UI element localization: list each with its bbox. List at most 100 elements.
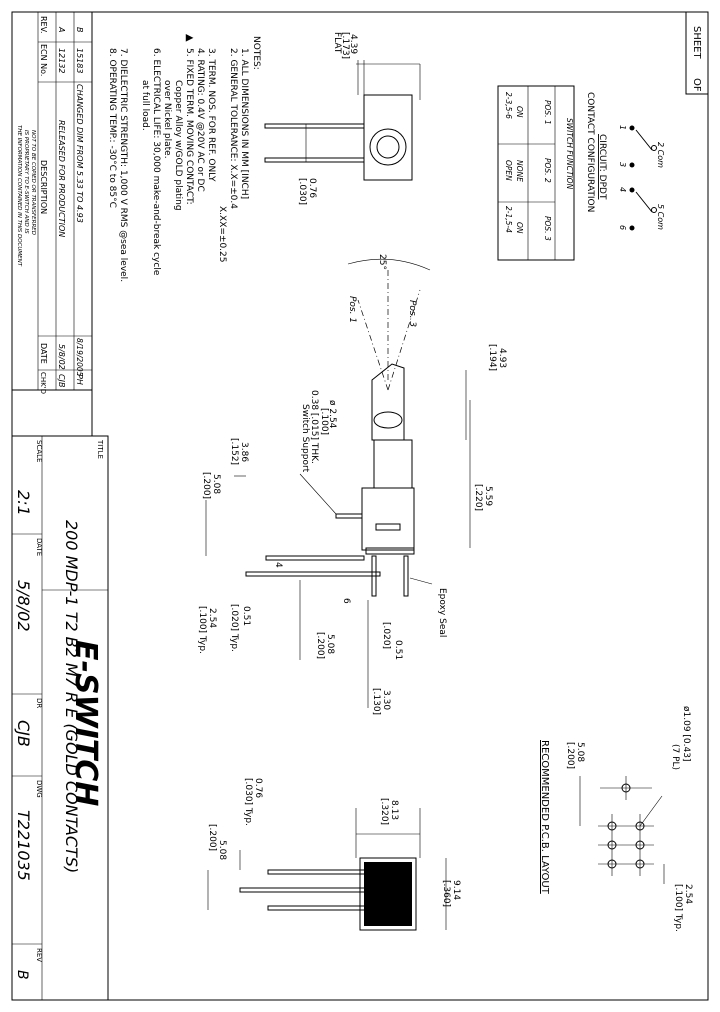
dim-508-b-inch: [.200] xyxy=(315,632,325,659)
dim-386: 3.86 xyxy=(239,442,249,462)
flat-label: FLAT xyxy=(332,32,342,54)
note-6: 6. ELECTRICAL LIFE: 30,000 make-and-brea… xyxy=(151,48,161,276)
rev-header: REV. xyxy=(39,16,48,34)
title-block: TITLE 200 MDP-1 T2 B2 M7 R E (GOLD CONTA… xyxy=(11,435,109,1001)
desc-b: CHANGED DIM FROM 5.33 TO 4.93 xyxy=(75,84,84,223)
note-5b: Copper Alloy w/GOLD plating xyxy=(173,80,183,211)
date-a: 5/8/02 xyxy=(57,344,66,370)
dim-559-inch: [.220] xyxy=(473,484,483,511)
flat-dim-inch: [.173] xyxy=(340,32,350,59)
switch-function-header: SWITCH FUNCTION xyxy=(565,118,574,190)
ecn-b: 15183 xyxy=(75,48,84,73)
pos3-row1: ON xyxy=(515,222,524,234)
ecn-a: 12132 xyxy=(57,48,66,73)
dim-254-a: 2.54 xyxy=(207,608,217,628)
dim-076-a: 0.76 xyxy=(307,178,317,198)
dim-508-c-inch: [.200] xyxy=(207,824,217,851)
pos1-row2: 2-3,5-6 xyxy=(504,92,513,119)
dim-076-a-inch: [.030] xyxy=(297,178,307,205)
revision-block: REV. ECN No. DESCRIPTION DATE CHK'D A 12… xyxy=(11,11,93,437)
term-3-label: 3 xyxy=(618,162,627,167)
note-5c: over Nickel plate. xyxy=(162,80,172,159)
dim-559: 5.59 xyxy=(483,486,493,506)
note-5: 5. FIXED TERM. MOVING CONTACT: xyxy=(184,48,194,205)
note-2: 2. GENERAL TOLERANCE: X.X=±0.4 xyxy=(228,48,238,209)
rev-a: A xyxy=(57,26,66,32)
angle-label: 25° xyxy=(377,254,387,270)
confidential-line-2: IS PROPRIETARY TO E-SWITCH AND IS xyxy=(23,130,29,234)
chkd-b: PH xyxy=(75,374,84,385)
sheet-box: SHEET OF xyxy=(685,11,709,95)
circuit-title: CIRCUIT: DPDT xyxy=(597,134,607,200)
note-3: 3. TERM. NOS. FOR REF. ONLY xyxy=(206,48,216,182)
confidential-line-1: THE INFORMATION CONTAINED IN THIS DOCUME… xyxy=(16,125,22,267)
dim-051-a: 0.51 xyxy=(241,606,251,626)
dim-254-dia-inch: [.100] xyxy=(319,408,329,435)
confidential-line-3: NOT TO BE COPIED OR TRANSFERRED xyxy=(30,130,36,235)
term-4-marker: 4 xyxy=(273,562,283,568)
circuit-table: CIRCUIT: DPDT CONTACT CONFIGURATION SWIT… xyxy=(497,85,607,261)
title-label: TITLE xyxy=(96,439,104,459)
pos1-label: Pos. 1 xyxy=(347,296,357,323)
date-b: 8/19/2005 xyxy=(75,338,84,377)
side-view: 25° Pos. 1 Pos. 3 5.59 [.220] 4.93 [.194… xyxy=(197,254,507,715)
pcb-dim-254-inch: [.100] Typ. xyxy=(673,884,683,932)
note-5-marker: ▲ xyxy=(184,34,195,42)
top-view: 4.39 [.173] FLAT 0.76 [.030] xyxy=(264,32,421,205)
switch-support-label: Switch Support xyxy=(300,404,310,473)
note-2b: X.XX=±0.25 xyxy=(217,206,227,262)
term-4-label: 4 xyxy=(618,187,627,192)
dim-051-a-inch: [.020] Typ. xyxy=(229,604,239,652)
dim-330: 3.30 xyxy=(381,690,391,710)
sheet-label: SHEET xyxy=(691,26,702,60)
circuit-schematic: 2 Com 5 Com 1 3 4 6 xyxy=(618,125,665,231)
pcb-layout: RECOMMENDED P.C.B. LAYOUT ø1.09 [0.43] (… xyxy=(539,706,693,932)
circuit-subtitle: CONTACT CONFIGURATION xyxy=(585,92,595,212)
term-1-label: 1 xyxy=(618,125,627,130)
dim-330-inch: [.130] xyxy=(371,688,381,715)
note-1: 1. ALL DIMENSIONS IN MM [INCH] xyxy=(239,48,249,199)
pos3-header: POS. 3 xyxy=(543,216,552,241)
dim-914-inch: [.360] xyxy=(441,880,451,907)
sheet-of-label: OF xyxy=(691,78,702,92)
dwg-value: T221035 xyxy=(14,810,33,881)
ecn-header: ECN No. xyxy=(39,44,48,76)
company-logo: E-SWITCH xyxy=(68,640,103,806)
pos2-row1: NONE xyxy=(515,160,524,182)
dr-value: CJB xyxy=(14,720,33,747)
dim-508-b: 5.08 xyxy=(325,634,335,654)
rev-label: REV xyxy=(35,948,43,962)
note-8: 8. OPERATING TEMP.: -30°C to 85°C xyxy=(107,48,117,208)
dim-493-inch: [.194] xyxy=(487,344,497,371)
chkd-a: CJB xyxy=(57,374,66,387)
pos3-label: Pos. 3 xyxy=(407,300,417,327)
pcb-dim-254: 2.54 xyxy=(683,884,693,904)
dim-813-inch: [.320] xyxy=(379,798,389,825)
dim-254-dia: ø 2.54 xyxy=(327,400,337,429)
dim-508-a: 5.08 xyxy=(211,474,221,494)
epoxy-seal-label: Epoxy Seal xyxy=(437,588,447,637)
pos2-row2: OPEN xyxy=(504,160,513,181)
pcb-dim-508: 5.08 xyxy=(575,742,585,762)
pcb-hole-dim: ø1.09 [0.43] xyxy=(681,706,691,761)
pcb-holes xyxy=(598,776,654,876)
pcb-dim-508-inch: [.200] xyxy=(565,742,575,769)
term-6-label: 6 xyxy=(618,225,627,230)
thk-label: 0.38 [.015] THK. xyxy=(309,390,319,464)
notes-title: NOTES: xyxy=(251,36,261,70)
dr-label: DR xyxy=(35,698,43,708)
flat-dim: 4.39 xyxy=(348,34,358,54)
dim-051-b: 0.51 xyxy=(393,640,403,660)
pos3-row2: 2-1,5-4 xyxy=(504,206,513,233)
note-4: 4. RATING: 0.4V @20V AC or DC xyxy=(195,48,205,192)
dim-914: 9.14 xyxy=(451,880,461,900)
term-6-marker: 6 xyxy=(341,598,351,604)
date-header: DATE xyxy=(39,343,48,364)
scale-label: SCALE xyxy=(35,440,43,462)
pcb-hole-count: (7 PL) xyxy=(670,744,680,770)
desc-a: RELEASED FOR PRODUCTION xyxy=(57,120,66,237)
dim-254-a-inch: [.100] Typ. xyxy=(197,606,207,654)
com-5-label: 5 Com xyxy=(656,204,665,230)
